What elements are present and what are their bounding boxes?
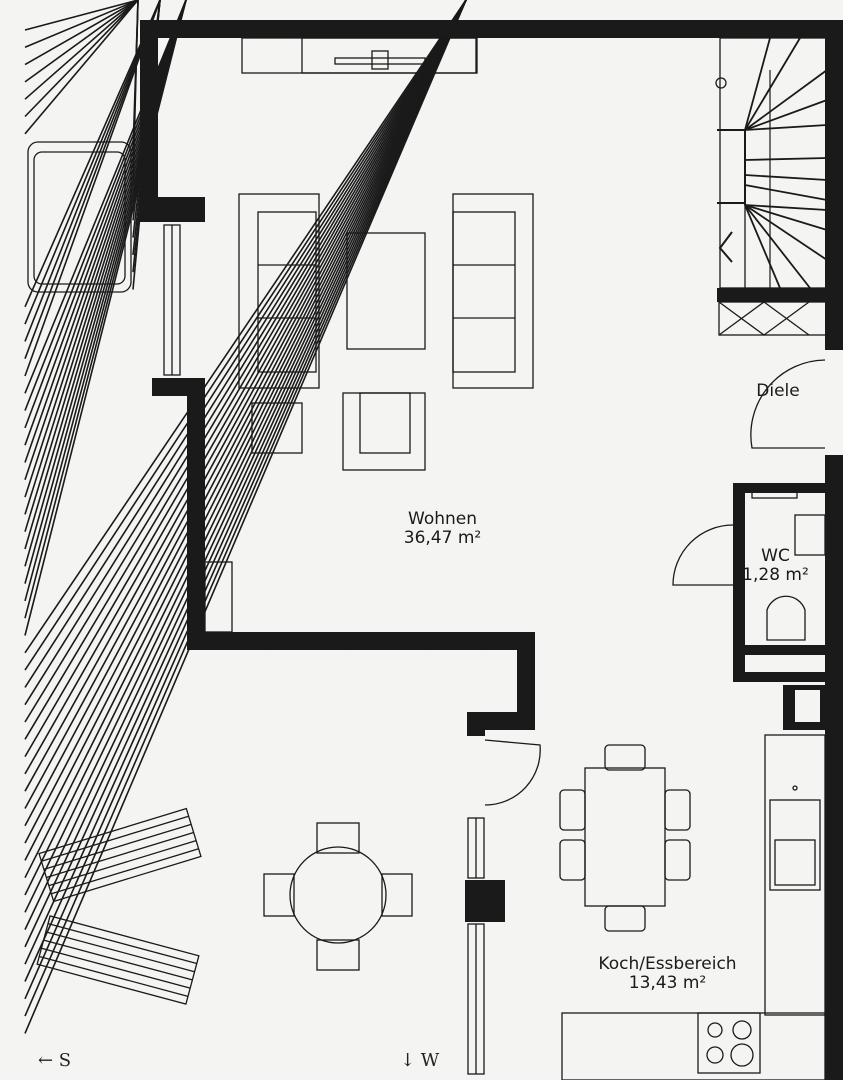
deck-board xyxy=(24,0,187,481)
deck-board xyxy=(24,0,467,706)
deck-board xyxy=(24,0,187,411)
room-area: 36,47 m² xyxy=(403,528,482,548)
deck-board xyxy=(744,204,781,289)
room-label-diele: Diele xyxy=(756,381,800,401)
room-label-wc: WC 1,28 m² xyxy=(728,547,823,585)
deck-board xyxy=(24,0,161,308)
deck-board xyxy=(24,0,467,982)
deck-board xyxy=(24,0,187,463)
deck-board xyxy=(24,0,467,740)
deck-board xyxy=(24,0,467,671)
deck-board xyxy=(24,0,139,100)
deck-board xyxy=(24,0,139,135)
deck-board xyxy=(744,204,828,231)
deck-board xyxy=(24,0,467,792)
deck-board xyxy=(744,174,828,181)
doors xyxy=(484,359,826,806)
deck-board xyxy=(24,0,467,1017)
compass-west-note: ↓ W xyxy=(400,1050,440,1071)
deck-board xyxy=(24,0,187,394)
deck-board xyxy=(43,823,192,871)
room-label-wohnen: Wohnen 36,47 m² xyxy=(380,510,505,548)
deck-board xyxy=(24,0,467,827)
deck-board xyxy=(24,0,467,896)
deck-board xyxy=(24,0,467,861)
deck-board xyxy=(744,124,828,131)
deck-board xyxy=(24,0,187,446)
deck-board xyxy=(48,839,197,887)
deck-board xyxy=(744,204,811,289)
deck-board xyxy=(24,0,139,66)
staircase[interactable] xyxy=(715,37,829,336)
deck-board xyxy=(43,939,193,981)
deck-board xyxy=(744,184,828,201)
deck-board xyxy=(24,0,467,965)
deck-board xyxy=(24,0,139,49)
deck-board xyxy=(45,931,195,973)
deck-board xyxy=(24,0,187,636)
room-area: 13,43 m² xyxy=(628,973,707,993)
deck-board xyxy=(24,0,467,654)
deck-board xyxy=(744,204,828,211)
deck-board xyxy=(24,0,139,118)
deck-board xyxy=(24,0,467,723)
deck-board xyxy=(24,0,467,913)
deck-board xyxy=(24,0,139,31)
deck-board xyxy=(744,37,801,131)
deck-board xyxy=(47,923,197,965)
deck-board xyxy=(744,37,771,131)
deck-board xyxy=(744,157,828,161)
deck-board xyxy=(744,99,828,131)
room-name: Wohnen xyxy=(408,509,477,529)
deck-board xyxy=(24,0,187,532)
walls xyxy=(140,20,843,1080)
living-furniture xyxy=(27,37,534,471)
deck-board xyxy=(24,0,467,688)
deck-board xyxy=(24,0,139,83)
room-name: WC xyxy=(761,546,790,566)
deck-board xyxy=(39,955,189,997)
deck-board xyxy=(24,0,467,775)
deck-board xyxy=(744,204,828,261)
dining-furniture xyxy=(559,744,691,932)
compass-south-note: ← S xyxy=(38,1050,72,1071)
deck-board xyxy=(24,0,467,879)
deck-board xyxy=(24,0,467,1000)
room-area: 1,28 m² xyxy=(742,565,809,585)
deck-board xyxy=(41,815,189,862)
deck-board xyxy=(24,0,467,809)
deck-board xyxy=(41,947,191,989)
deck-board xyxy=(46,831,194,879)
room-name: Koch/Essbereich xyxy=(598,954,737,974)
deck-board xyxy=(24,0,467,758)
deck-board xyxy=(744,69,828,131)
deck-board xyxy=(24,0,187,429)
terrace-furniture xyxy=(36,807,413,1005)
deck-board xyxy=(24,0,187,515)
deck-board xyxy=(24,0,467,948)
deck-board xyxy=(24,0,161,325)
room-label-kueche: Koch/Essbereich 13,43 m² xyxy=(555,955,780,993)
deck-board xyxy=(51,848,199,895)
deck-board xyxy=(24,0,467,930)
deck-board xyxy=(24,0,467,844)
windows xyxy=(141,39,486,1075)
kitchen xyxy=(561,491,826,1080)
deck-board xyxy=(24,0,187,498)
deck-board xyxy=(24,0,161,377)
deck-board xyxy=(24,0,161,359)
